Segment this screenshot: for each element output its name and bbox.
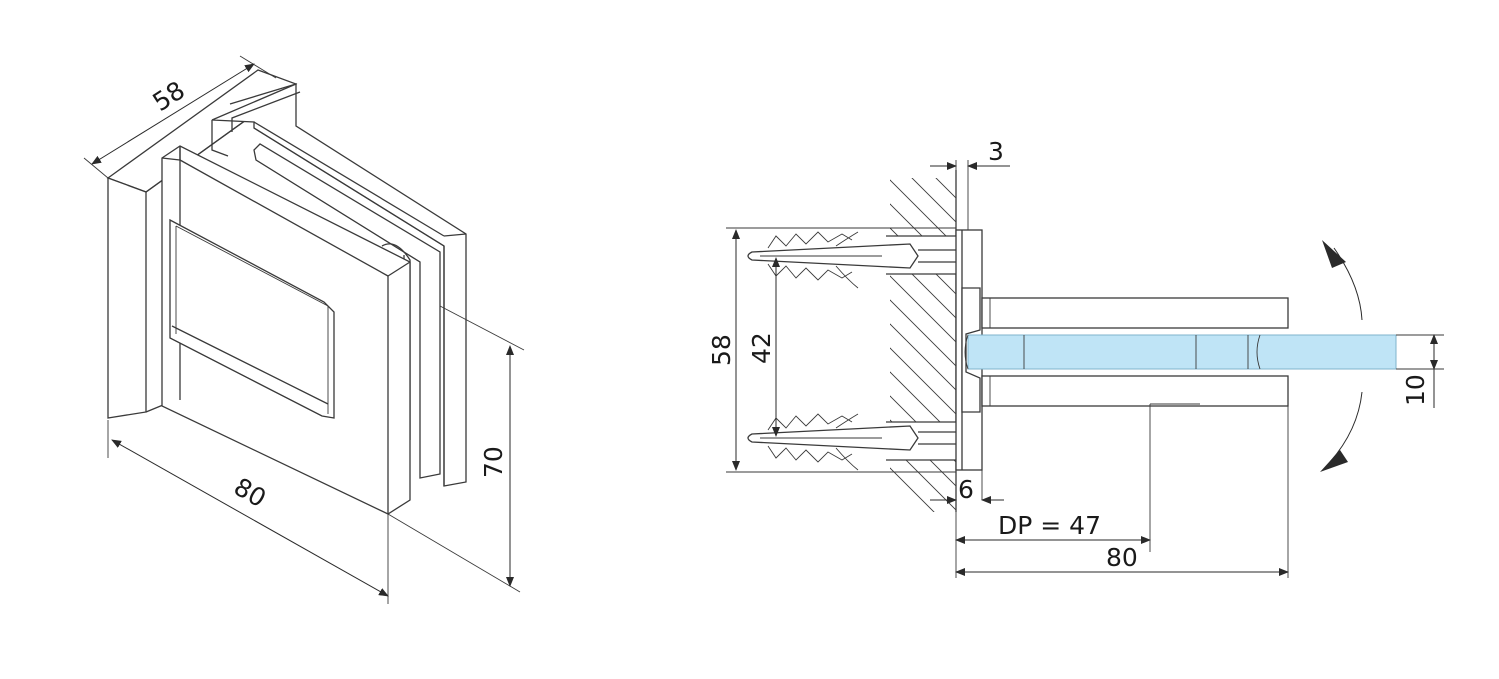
section-dim-flange-label: 6: [958, 475, 974, 504]
section-dim-glass-label: 10: [1401, 374, 1430, 406]
isometric-view: 58 80 70: [83, 55, 525, 604]
iso-dim-depth-label: 58: [147, 75, 189, 117]
wall-anchor-top: [747, 231, 960, 289]
section-dim-cover-label: 3: [988, 137, 1004, 166]
curved-double-arrow-icon: [1320, 240, 1363, 472]
glass-pane: [967, 334, 1397, 370]
iso-dim-depth-line: [91, 63, 255, 165]
iso-dim-width-line: [111, 439, 389, 597]
section-dim-pivot-label: DP = 47: [998, 511, 1101, 540]
glass-panel: [964, 334, 1397, 370]
iso-back-plate-front: [107, 177, 147, 419]
iso-dim-height-label: 70: [479, 446, 508, 478]
section-view: 3 58 42 10 6 DP = 47 80: [707, 137, 1444, 578]
section-dim-length-label: 80: [1106, 543, 1138, 572]
iso-dim-width-label: 80: [229, 472, 271, 513]
section-dim-wall-height-label: 58: [707, 334, 736, 366]
section-dim-anchor-spacing-label: 42: [747, 332, 776, 364]
